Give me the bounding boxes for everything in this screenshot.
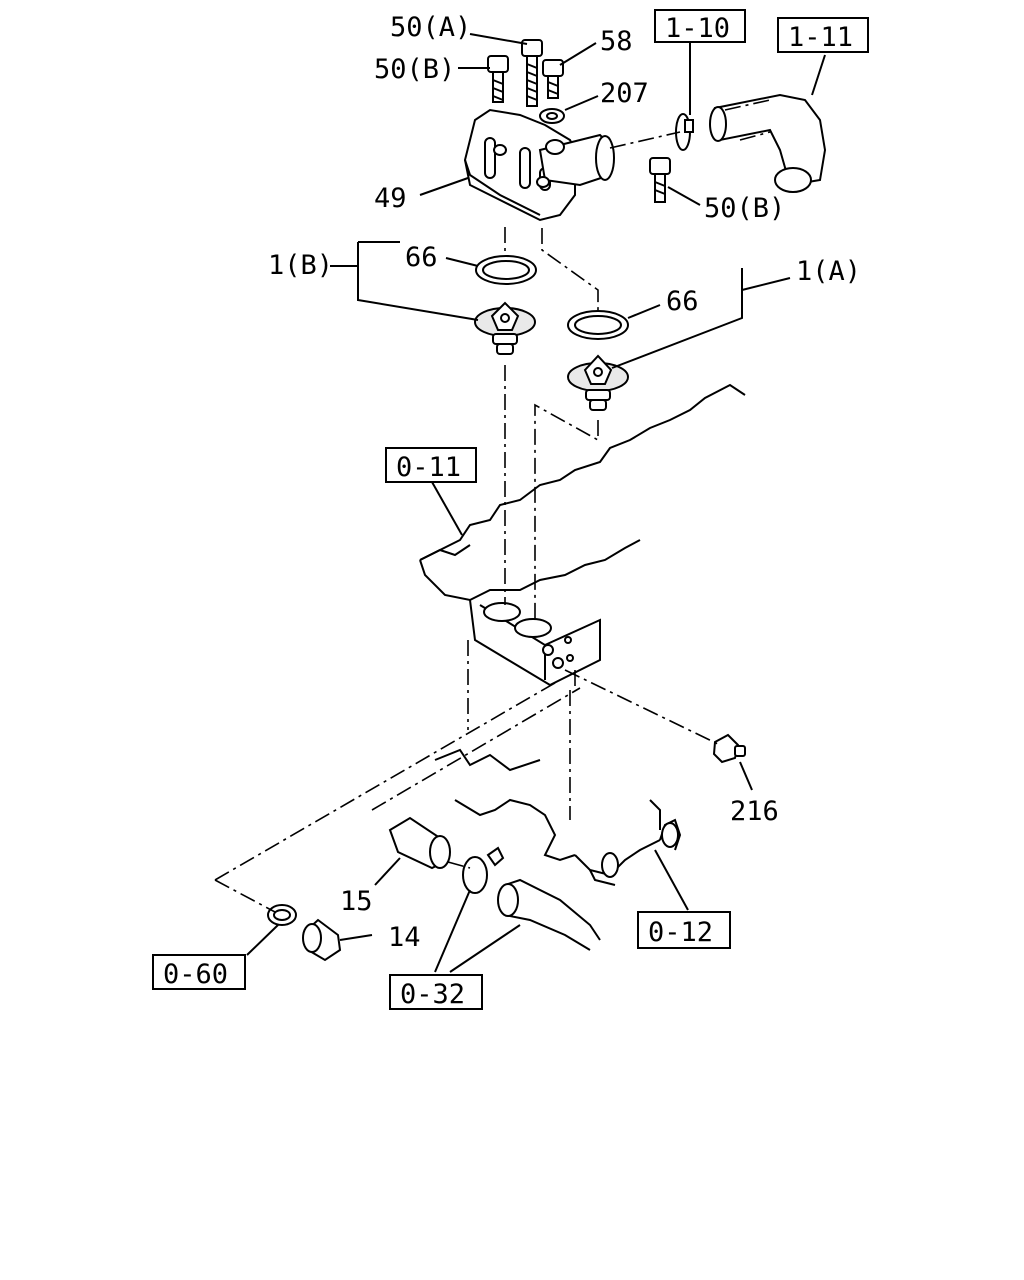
callout-66-left: 66	[405, 242, 438, 273]
ref-label-0-60: 0-60	[163, 959, 228, 990]
hose-clamp	[675, 113, 694, 151]
callout-58: 58	[600, 26, 633, 57]
bolt-50b-top	[487, 55, 509, 103]
sensor-216	[712, 733, 746, 764]
ref-box-0-11: 0-11	[385, 447, 477, 483]
ref-box-0-32: 0-32	[389, 974, 483, 1010]
ref-label-0-11: 0-11	[396, 452, 461, 483]
callout-49: 49	[374, 183, 407, 214]
callout-15: 15	[340, 886, 373, 917]
plug-15	[388, 816, 451, 870]
ref-label-1-11: 1-11	[788, 22, 853, 53]
callout-216: 216	[730, 796, 779, 827]
bolt-50a	[521, 39, 543, 107]
ref-box-1-11: 1-11	[777, 17, 869, 53]
callout-14: 14	[388, 922, 421, 953]
callout-50b-right: 50(B)	[704, 193, 785, 224]
oring-66-left	[475, 255, 537, 285]
callout-66-right: 66	[666, 286, 699, 317]
oring-66-right	[567, 310, 629, 340]
radiator-hose	[709, 93, 827, 193]
clamp-0-32	[462, 846, 505, 894]
thermostat-housing	[463, 108, 615, 222]
drain-plug-14	[302, 918, 342, 962]
engine-block	[419, 383, 746, 951]
reference-boxes: 1-10 1-11 0-11 0-12 0-60 0-32	[152, 9, 869, 1010]
callout-1a: 1(A)	[796, 256, 861, 287]
callout-50b-top: 50(B)	[374, 54, 455, 85]
thermostat-1a	[567, 354, 629, 411]
ref-label-0-32: 0-32	[400, 979, 465, 1010]
callout-1b: 1(B)	[268, 250, 333, 281]
ref-box-0-12: 0-12	[637, 911, 731, 949]
leader-lines	[246, 33, 826, 973]
bolt-50b-right	[649, 157, 671, 203]
ref-label-1-10: 1-10	[665, 13, 730, 44]
callout-207: 207	[600, 78, 649, 109]
gasket-ring	[267, 904, 297, 926]
washer-207	[539, 108, 565, 124]
assembly-lines	[214, 131, 721, 913]
ref-box-0-60: 0-60	[152, 954, 246, 990]
thermostat-1b	[474, 301, 536, 355]
callout-50a: 50(A)	[390, 12, 471, 43]
bolt-58	[542, 59, 564, 99]
callout-labels: 50(A) 58 50(B) 207 49 50(B) 66 1(B) 66 1…	[268, 12, 861, 953]
ref-box-1-10: 1-10	[654, 9, 746, 44]
ref-label-0-12: 0-12	[648, 917, 713, 948]
